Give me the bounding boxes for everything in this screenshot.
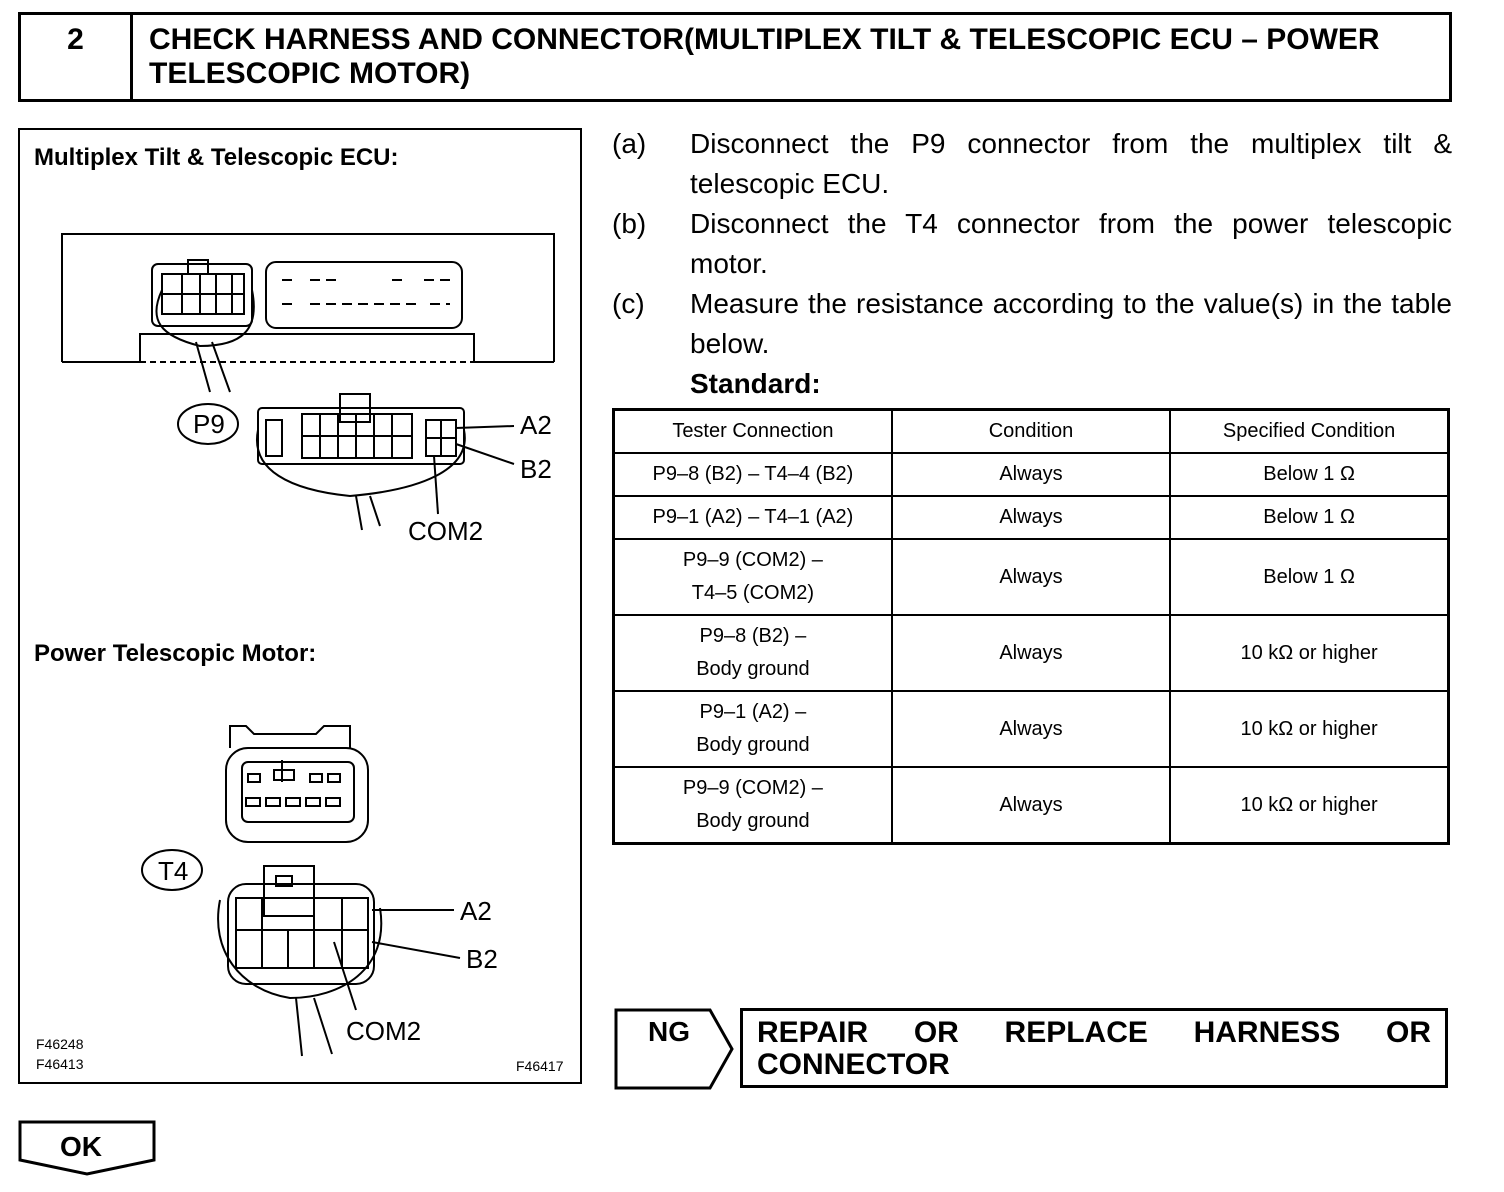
table-row: P9–1 (A2) – Body ground Always 10 kΩ or … <box>612 690 1450 768</box>
cell-condition: Always <box>890 766 1172 845</box>
cell-connection-line: Body ground <box>696 810 810 832</box>
ng-action-line2: CONNECTOR <box>757 1048 950 1081</box>
procedure-steps: (a) Disconnect the P9 connector from the… <box>612 124 1452 404</box>
header-tester-connection: Tester Connection <box>612 408 893 454</box>
cell-connection-line: Body ground <box>696 658 810 680</box>
figure-code-3: F46417 <box>516 1058 564 1074</box>
cell-connection: P9–1 (A2) – T4–1 (A2) <box>612 495 893 540</box>
ng-action-word: REPLACE <box>1004 1016 1148 1049</box>
ecu-heading: Multiplex Tilt & Telescopic ECU: <box>34 144 399 171</box>
cell-specified: Below 1 Ω <box>1169 452 1450 497</box>
step-text: Disconnect the T4 connector from the pow… <box>690 208 1452 279</box>
cell-connection-line: P9–8 (B2) – <box>699 625 807 647</box>
step-item: (b) Disconnect the T4 connector from the… <box>612 204 1452 284</box>
table-row: P9–8 (B2) – T4–4 (B2) Always Below 1 Ω <box>612 452 1450 497</box>
cell-connection: P9–9 (COM2) – Body ground <box>612 766 893 845</box>
cell-specified: Below 1 Ω <box>1169 495 1450 540</box>
cell-connection-line: T4–5 (COM2) <box>691 582 815 604</box>
step-letter: (b) <box>612 208 647 239</box>
cell-specified: 10 kΩ or higher <box>1169 690 1450 768</box>
header-condition: Condition <box>890 408 1172 454</box>
connector-figure: Multiplex Tilt & Telescopic ECU: Power T… <box>18 128 582 1084</box>
t4-com2-label: COM2 <box>346 1016 421 1046</box>
cell-specified: Below 1 Ω <box>1169 538 1450 616</box>
t4-motor-drawing <box>225 725 369 843</box>
resistance-table: Tester Connection Condition Specified Co… <box>612 408 1450 845</box>
figure-code-1: F46248 <box>36 1036 84 1052</box>
ng-action-box: REPAIR OR REPLACE HARNESS OR CONNECTOR <box>740 1008 1448 1088</box>
step-letter: (c) <box>612 288 645 319</box>
step-item: (a) Disconnect the P9 connector from the… <box>612 124 1452 204</box>
step-text: Measure the resistance according to the … <box>690 288 1452 359</box>
ng-action-word: HARNESS <box>1193 1016 1341 1049</box>
cell-condition: Always <box>890 538 1172 616</box>
ng-action-word: REPAIR <box>757 1016 869 1049</box>
step-text: Disconnect the P9 connector from the mul… <box>690 128 1452 199</box>
table-row: P9–8 (B2) – Body ground Always 10 kΩ or … <box>612 614 1450 692</box>
p9-connector-drawing <box>177 393 515 531</box>
step-title: CHECK HARNESS AND CONNECTOR(MULTIPLEX TI… <box>149 23 1380 90</box>
ok-label: OK <box>60 1131 102 1162</box>
standard-label: Standard: <box>690 368 821 399</box>
t4-label: T4 <box>158 856 188 886</box>
t4-b2-label: B2 <box>466 944 498 974</box>
cell-connection-line: P9–9 (COM2) – <box>682 549 823 571</box>
ok-tag: OK <box>18 1120 156 1176</box>
table-header-row: Tester Connection Condition Specified Co… <box>612 408 1450 454</box>
connector-diagram: P9 A2 B2 COM2 T4 A2 B2 COM2 <box>61 233 555 1057</box>
cell-condition: Always <box>890 495 1172 540</box>
ng-action-word: OR <box>1386 1016 1431 1049</box>
p9-label: P9 <box>193 409 225 439</box>
step-item: (c) Measure the resistance according to … <box>612 284 1452 364</box>
t4-connector-drawing <box>141 849 461 1057</box>
cell-connection-line: Body ground <box>696 734 810 756</box>
table-row: P9–9 (COM2) – T4–5 (COM2) Always Below 1… <box>612 538 1450 616</box>
cell-specified: 10 kΩ or higher <box>1169 766 1450 845</box>
cell-specified: 10 kΩ or higher <box>1169 614 1450 692</box>
cell-connection-line: P9–1 (A2) – <box>699 701 807 723</box>
t4-a2-label: A2 <box>460 896 492 926</box>
motor-heading: Power Telescopic Motor: <box>34 640 317 667</box>
cell-condition: Always <box>890 614 1172 692</box>
ecu-body-drawing <box>61 233 555 393</box>
cell-connection: P9–8 (B2) – T4–4 (B2) <box>612 452 893 497</box>
cell-condition: Always <box>890 452 1172 497</box>
p9-a2-label: A2 <box>520 410 552 440</box>
table-row: P9–9 (COM2) – Body ground Always 10 kΩ o… <box>612 766 1450 845</box>
ng-label: NG <box>648 1016 690 1047</box>
p9-b2-label: B2 <box>520 454 552 484</box>
ng-action-word: OR <box>913 1016 959 1049</box>
header-specified-condition: Specified Condition <box>1169 408 1450 454</box>
step-number: 2 <box>21 15 133 99</box>
p9-com2-label: COM2 <box>408 516 483 546</box>
cell-connection: P9–9 (COM2) – T4–5 (COM2) <box>612 538 893 616</box>
cell-connection: P9–8 (B2) – Body ground <box>612 614 893 692</box>
cell-connection: P9–1 (A2) – Body ground <box>612 690 893 768</box>
step-header: 2 CHECK HARNESS AND CONNECTOR(MULTIPLEX … <box>18 12 1452 102</box>
ng-tag: NG <box>614 1008 734 1090</box>
cell-condition: Always <box>890 690 1172 768</box>
table-row: P9–1 (A2) – T4–1 (A2) Always Below 1 Ω <box>612 495 1450 540</box>
step-letter: (a) <box>612 128 647 159</box>
cell-connection-line: P9–9 (COM2) – <box>682 777 823 799</box>
figure-code-2: F46413 <box>36 1056 84 1072</box>
